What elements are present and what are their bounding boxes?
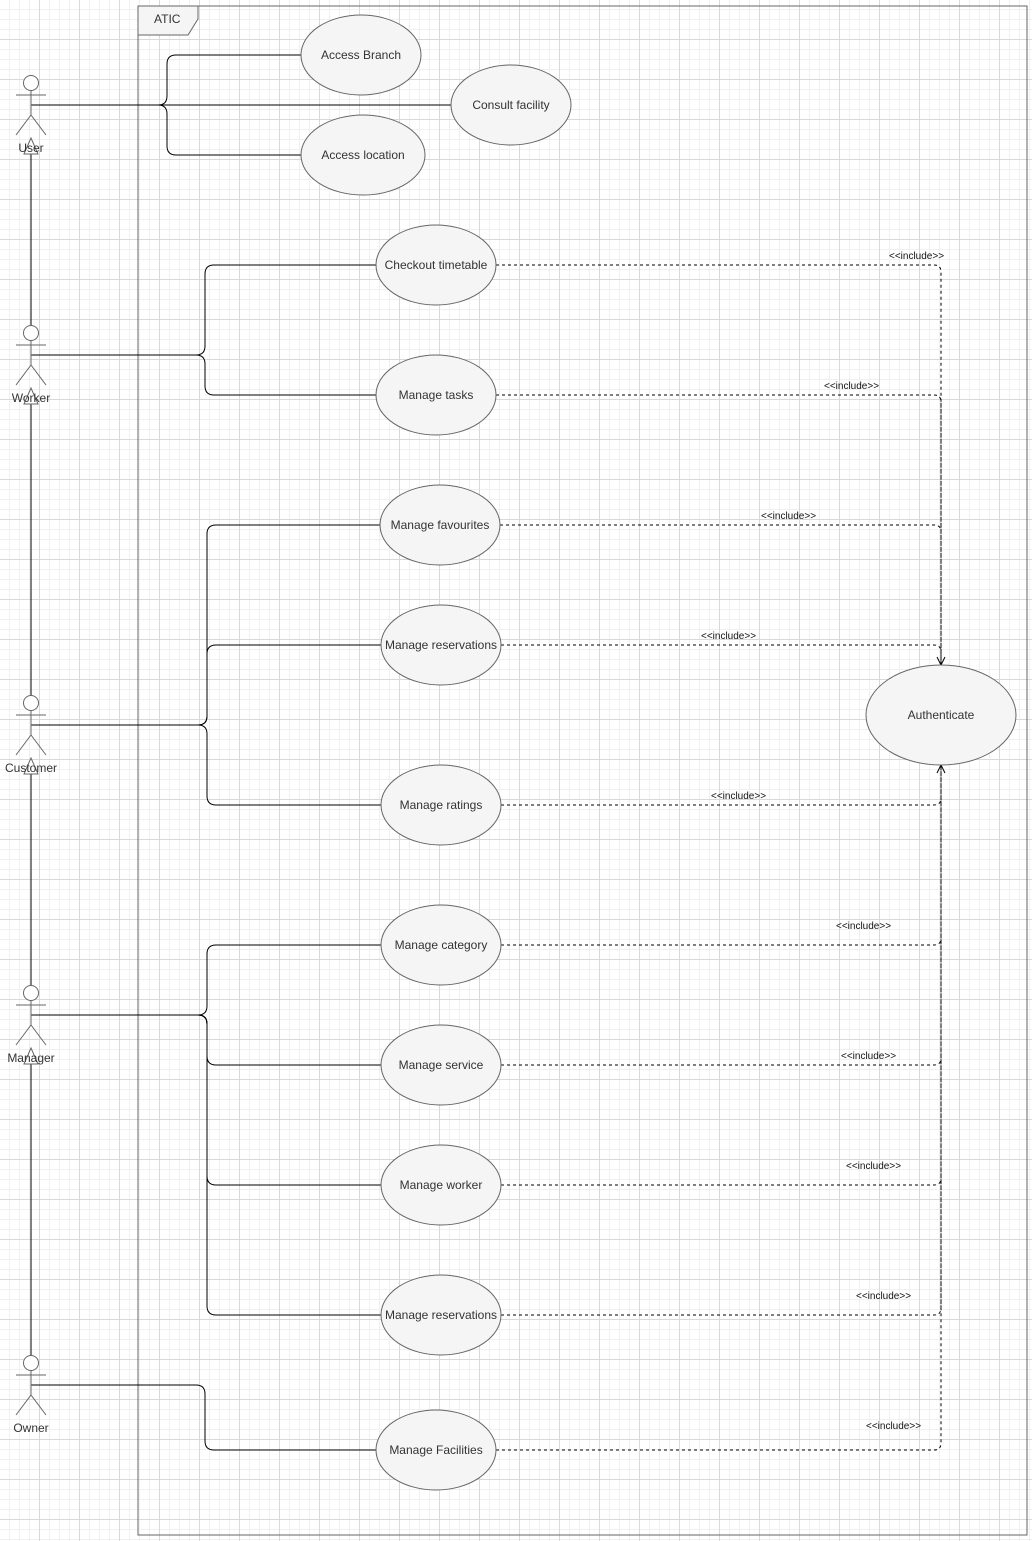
actor-label: Owner xyxy=(13,1421,48,1435)
system-boundary xyxy=(137,5,1028,1536)
include-manage-service xyxy=(501,765,942,1066)
actor-label: Manager xyxy=(7,1051,54,1065)
include-label: <<include>> xyxy=(856,1291,911,1302)
use-case-manage-category[interactable]: Manage category xyxy=(380,904,502,986)
actor-user[interactable]: User xyxy=(15,75,47,156)
include-label: <<include>> xyxy=(836,921,891,932)
generalization-worker-user xyxy=(23,136,39,326)
actor-worker[interactable]: Worker xyxy=(12,325,50,406)
association-manager-manage-service xyxy=(31,1014,381,1066)
include-label: <<include>> xyxy=(761,511,816,522)
use-case-label: Access Branch xyxy=(321,48,401,62)
association-manager-manage-reservations xyxy=(31,1014,381,1316)
use-case-label: Authenticate xyxy=(908,708,975,722)
use-case-checkout-timetable[interactable]: Checkout timetable xyxy=(375,224,497,306)
association-owner-manage-facilities xyxy=(31,1384,376,1451)
use-case-label: Checkout timetable xyxy=(385,258,488,272)
use-case-label: Manage service xyxy=(399,1058,484,1072)
include-label: <<include>> xyxy=(701,631,756,642)
include-manage-reservations-customer xyxy=(501,644,942,665)
use-case-label: Manage favourites xyxy=(391,518,490,532)
association-customer-manage-favourites xyxy=(31,524,380,726)
actor-customer[interactable]: Customer xyxy=(5,695,57,776)
generalization-customer-worker xyxy=(23,386,39,696)
stick-figure-icon xyxy=(15,75,47,136)
use-case-manage-worker[interactable]: Manage worker xyxy=(380,1144,502,1226)
use-case-access-branch[interactable]: Access Branch xyxy=(300,14,422,96)
association-manager-manage-category xyxy=(31,944,381,1016)
use-case-label: Manage reservations xyxy=(385,638,497,652)
association-worker-checkout-timetable xyxy=(31,264,376,356)
use-case-manage-tasks[interactable]: Manage tasks xyxy=(375,354,497,436)
actor-label: User xyxy=(18,141,43,155)
associations xyxy=(31,54,451,1451)
use-case-manage-reservations-manager[interactable]: Manage reservations xyxy=(380,1274,502,1356)
include-manage-reservations-manager xyxy=(501,765,942,1316)
use-case-label: Manage category xyxy=(395,938,488,952)
include-label: <<include>> xyxy=(711,791,766,802)
use-case-manage-facilities[interactable]: Manage Facilities xyxy=(375,1409,497,1491)
system-name-tab xyxy=(137,5,199,36)
use-case-manage-ratings[interactable]: Manage ratings xyxy=(380,764,502,846)
use-case-label: Manage worker xyxy=(400,1178,483,1192)
association-user-access-branch xyxy=(31,54,301,106)
generalization-owner-manager xyxy=(23,1046,39,1356)
include-manage-favourites xyxy=(500,524,942,665)
use-case-manage-service[interactable]: Manage service xyxy=(380,1024,502,1106)
use-case-label: Access location xyxy=(321,148,404,162)
include-manage-facilities xyxy=(496,765,942,1451)
association-worker-manage-tasks xyxy=(31,354,376,396)
association-customer-manage-reservations xyxy=(31,644,381,726)
include-manage-tasks xyxy=(496,394,942,665)
actor-owner[interactable]: Owner xyxy=(13,1355,49,1436)
stick-figure-icon xyxy=(15,695,47,756)
stick-figure-icon xyxy=(15,985,47,1046)
use-case-label: Manage ratings xyxy=(400,798,483,812)
include-label: <<include>> xyxy=(866,1421,921,1432)
actor-manager[interactable]: Manager xyxy=(7,985,55,1066)
association-manager-manage-worker xyxy=(31,1014,381,1186)
use-case-authenticate[interactable]: Authenticate xyxy=(865,664,1017,766)
use-case-manage-reservations-customer[interactable]: Manage reservations xyxy=(380,604,502,686)
association-user-access-location xyxy=(31,104,301,156)
use-case-label: Consult facility xyxy=(472,98,549,112)
system-name: ATIC xyxy=(154,12,181,26)
stick-figure-icon xyxy=(15,1355,47,1416)
actor-label: Customer xyxy=(5,761,57,775)
include-relations xyxy=(496,264,946,1451)
generalization-manager-customer xyxy=(23,756,39,986)
include-label: <<include>> xyxy=(824,381,879,392)
include-label: <<include>> xyxy=(889,251,944,262)
use-case-access-location[interactable]: Access location xyxy=(300,114,426,196)
include-label: <<include>> xyxy=(846,1161,901,1172)
actor-label: Worker xyxy=(12,391,50,405)
use-case-consult-facility[interactable]: Consult facility xyxy=(450,64,572,146)
use-case-label: Manage tasks xyxy=(399,388,474,402)
use-case-manage-favourites[interactable]: Manage favourites xyxy=(379,484,501,566)
association-customer-manage-ratings xyxy=(31,724,381,806)
use-case-label: Manage reservations xyxy=(385,1308,497,1322)
include-labels: <<include>> <<include>> <<include>> <<in… xyxy=(701,251,944,1432)
stick-figure-icon xyxy=(15,325,47,386)
use-case-label: Manage Facilities xyxy=(389,1443,482,1457)
include-label: <<include>> xyxy=(841,1051,896,1062)
include-checkout-timetable xyxy=(496,264,942,665)
include-manage-worker xyxy=(501,765,942,1186)
